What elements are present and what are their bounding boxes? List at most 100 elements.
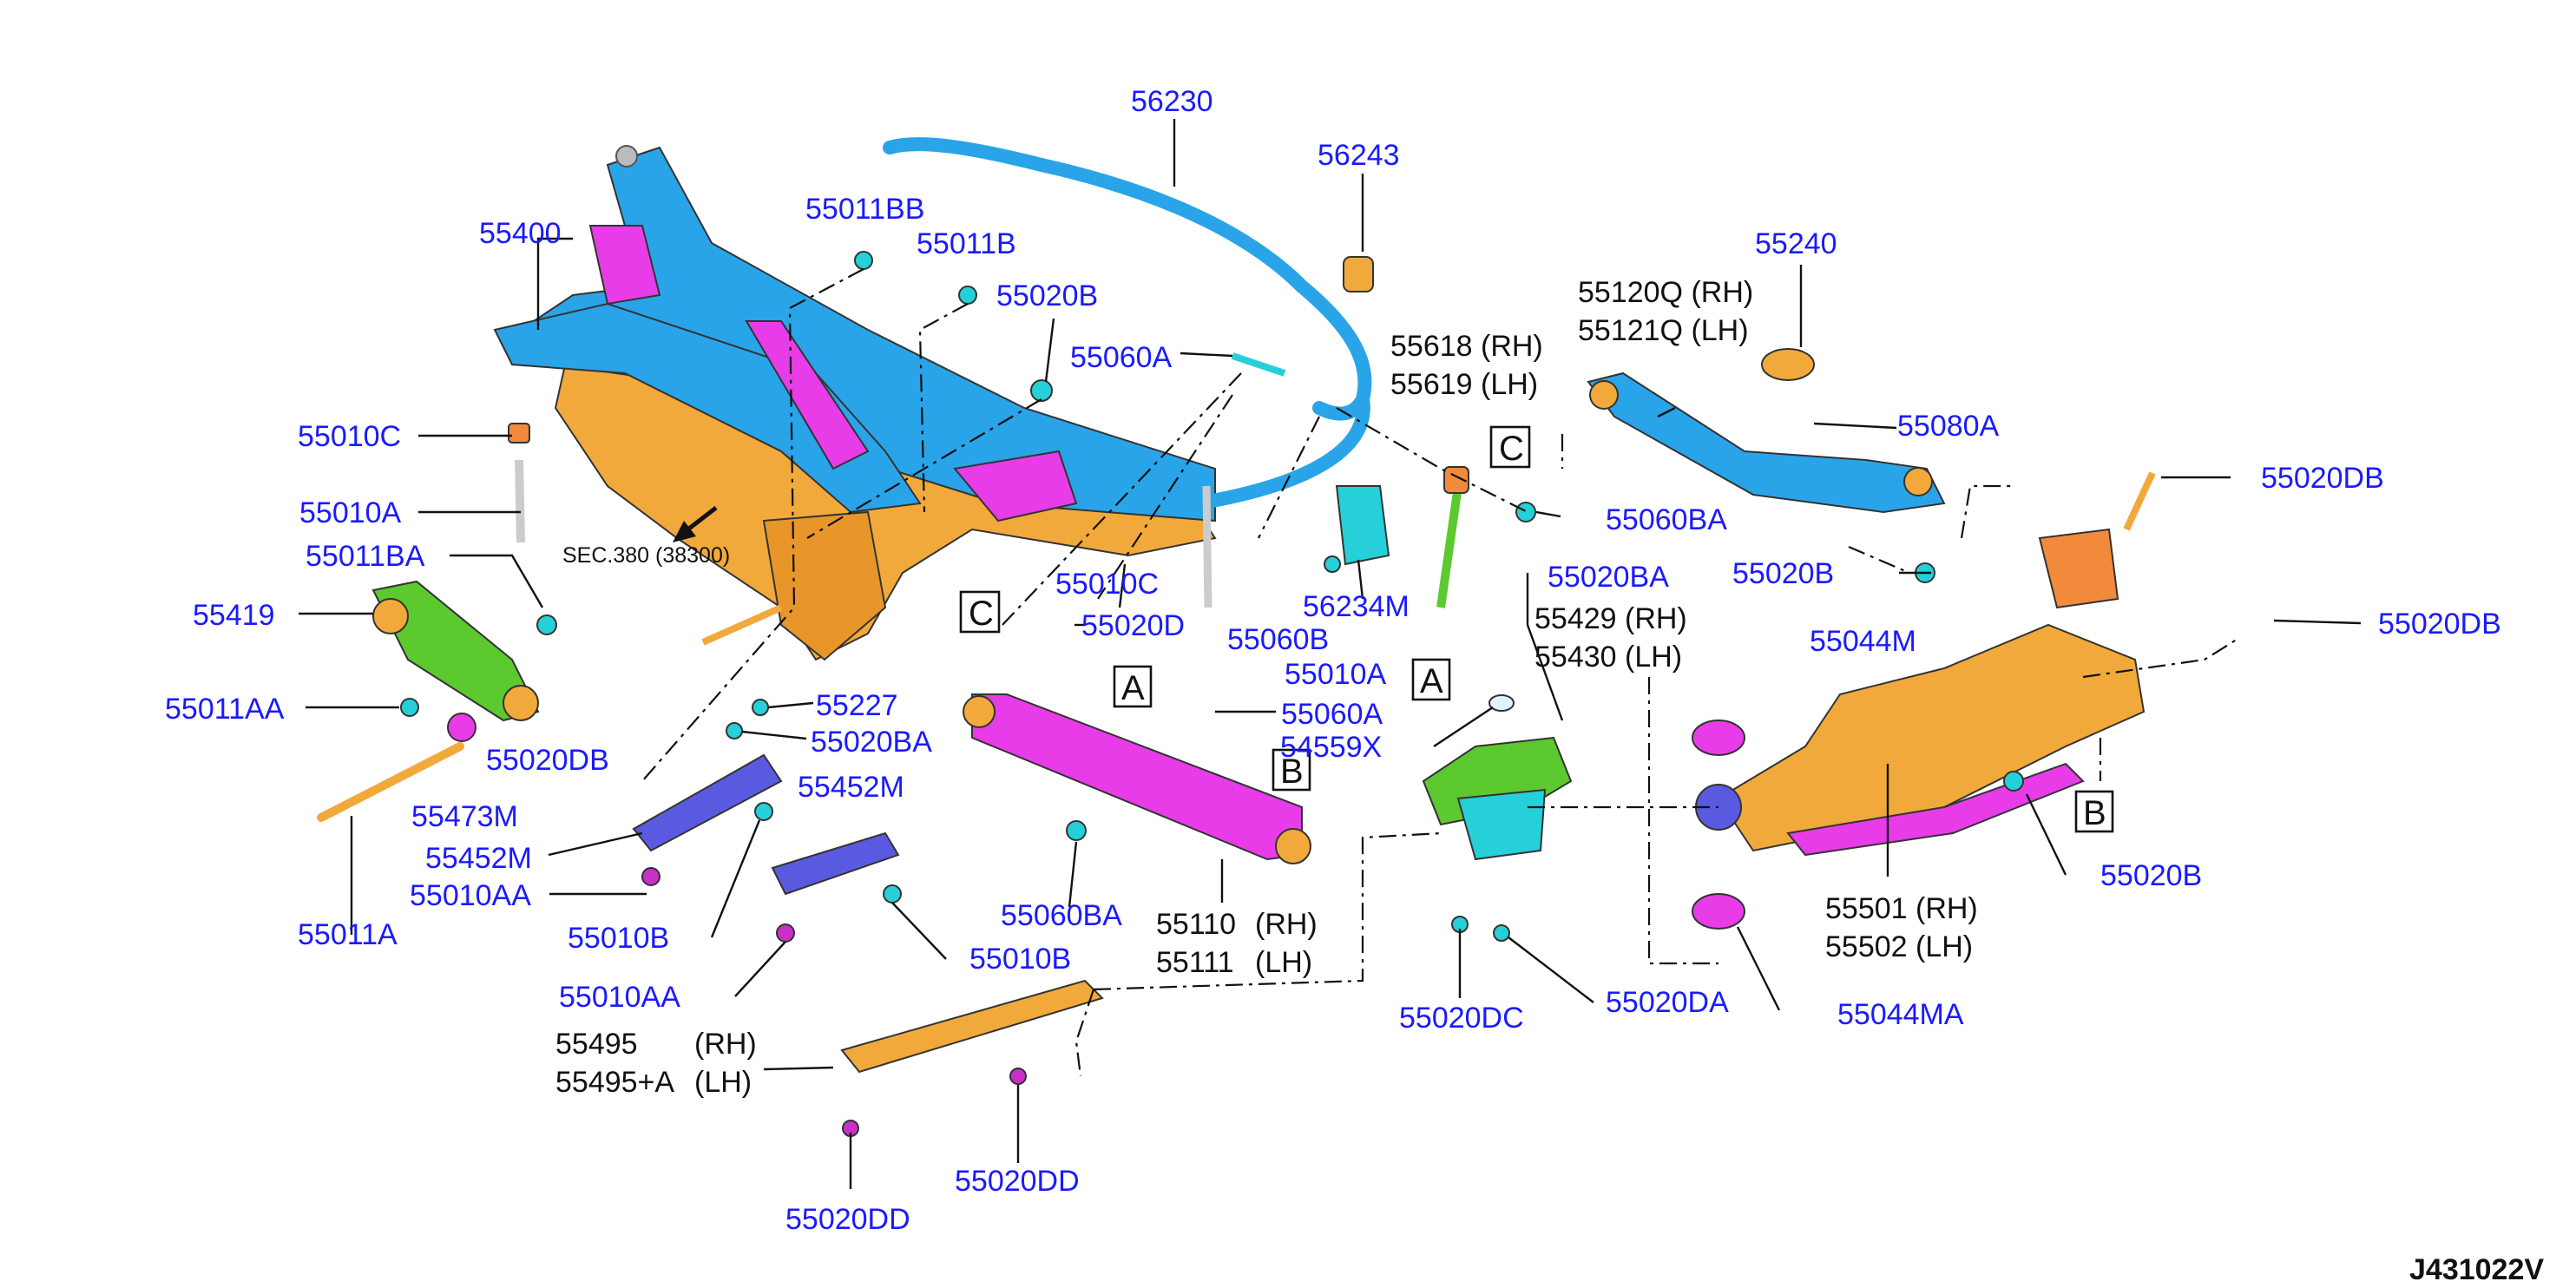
upper-arm-bushing-illustration	[1903, 467, 1933, 496]
callout-55080a: 55080A	[1897, 410, 2000, 443]
callout-55429: 55429 (RH)	[1534, 602, 1687, 635]
nut-55011aa-illustration	[400, 698, 419, 717]
strut-55495-illustration	[840, 979, 1104, 1074]
callout-55020dd-b: 55020DD	[955, 1165, 1080, 1198]
callout-55011b: 55011B	[917, 227, 1016, 260]
link-55618-end-illustration	[1443, 466, 1469, 494]
ref-box-b-right: B	[2074, 790, 2114, 833]
callout-55010aa-b: 55010AA	[559, 981, 680, 1014]
bolt-55010aa-b-illustration	[776, 923, 795, 943]
spring-seat-55240-illustration	[1761, 348, 1815, 381]
callout-55240: 55240	[1755, 227, 1837, 260]
callout-55120q: 55120Q (RH)	[1578, 276, 1753, 309]
callout-55502: 55502 (LH)	[1825, 930, 1973, 963]
subframe-magenta-bracket-illustration	[953, 450, 1078, 522]
upper-arm-55120q-illustration	[1587, 371, 1946, 514]
section-arrow-head-icon	[673, 521, 696, 542]
callout-55419: 55419	[193, 599, 275, 632]
callout-55452m-b: 55452M	[425, 842, 532, 875]
callout-55501: 55501 (RH)	[1825, 892, 1978, 925]
callout-55020d: 55020D	[1081, 609, 1185, 642]
ref-box-a-mid-letter: A	[1121, 669, 1145, 707]
subframe-front-beam-illustration	[493, 302, 922, 514]
nut-55010c-illustration	[508, 423, 530, 444]
nut-55020b-illustration	[1030, 379, 1053, 402]
callout-55111: 55111	[1156, 946, 1234, 979]
callout-55060a-mid: 55060A	[1281, 698, 1383, 731]
callout-55011bb: 55011BB	[805, 193, 924, 226]
nut-55060ba-illustration	[1066, 820, 1087, 841]
ref-box-b-mid: B	[1272, 748, 1311, 792]
washer-55473m-illustration	[447, 713, 476, 742]
callout-55010a-left: 55010A	[299, 496, 402, 529]
callout-54559x: 54559X	[1280, 731, 1382, 764]
link-bushing-illustration	[503, 685, 539, 721]
callout-55060b: 55060B	[1227, 623, 1329, 656]
callout-55020dd-a: 55020DD	[785, 1203, 910, 1236]
callout-55495a-side: (LH)	[694, 1066, 752, 1099]
callout-55430: 55430 (LH)	[1534, 641, 1682, 674]
callout-55020ba-right: 55020BA	[1548, 561, 1669, 594]
bolt-55010aa-a-illustration	[641, 867, 660, 886]
callout-55060ba-mid: 55060BA	[1001, 899, 1122, 932]
callout-55010a-mid: 55010A	[1285, 658, 1387, 691]
bolt-55020dd-b-illustration	[1009, 1068, 1027, 1085]
callout-55020db-r2: 55020DB	[2378, 608, 2501, 641]
ref-box-c-top-letter: C	[1499, 430, 1524, 468]
bolt-55060a-illustration	[1231, 352, 1286, 377]
upper-arm-bushing-illustration	[1589, 380, 1619, 410]
ref-box-a-right: A	[1411, 658, 1451, 701]
bolt-55020db-illustration	[2123, 471, 2156, 531]
callout-55044ma: 55044MA	[1837, 998, 1964, 1031]
nut-55020b-lower-illustration	[2003, 771, 2024, 792]
callout-55044m: 55044M	[1810, 625, 1916, 658]
part-illustrations	[317, 137, 2156, 1137]
lower-link-bushing-illustration	[1275, 828, 1311, 864]
callout-55452m-a: 55452M	[798, 771, 904, 804]
ref-box-c-left-letter: C	[969, 595, 994, 633]
section-reference: SEC.380 (38300)	[562, 506, 730, 568]
bolt-55227-illustration	[752, 699, 769, 716]
subframe-mount-illustration	[588, 225, 661, 306]
callout-55011aa: 55011AA	[165, 693, 285, 726]
ref-box-b-mid-letter: B	[1280, 752, 1304, 791]
callout-55010c-mid: 55010C	[1055, 568, 1159, 601]
callout-55010b-b: 55010B	[969, 943, 1071, 976]
stabilizer-bar-end-illustration	[1191, 392, 1370, 510]
lower-link-bushing-illustration	[963, 695, 996, 728]
lower-link-55110-illustration	[971, 693, 1303, 861]
callout-55110: 55110	[1156, 908, 1236, 941]
callout-55020b-top: 55020B	[996, 279, 1098, 312]
bolt-55010a-illustration	[515, 459, 525, 543]
callout-55060a-top: 55060A	[1070, 341, 1173, 374]
washer-55044ma-illustration	[1692, 893, 1745, 930]
callout-55618: 55618 (RH)	[1390, 330, 1543, 363]
callout-56243: 56243	[1318, 139, 1400, 172]
mount-bolt-illustration	[615, 145, 638, 168]
callout-55400: 55400	[479, 217, 562, 250]
link-bushing-illustration	[372, 598, 409, 634]
ref-box-c-top: C	[1489, 425, 1531, 469]
bolt-55020db-left-illustration	[701, 604, 783, 646]
lower-arm-bracket-illustration	[2038, 528, 2119, 609]
callout-labels: 56230 56243 55400 55011BB 55011B 55020B …	[165, 85, 2501, 1236]
callout-55011a: 55011A	[298, 918, 398, 951]
callout-55020b-r1: 55020B	[1732, 557, 1834, 590]
callout-55020b-r2: 55020B	[2100, 859, 2202, 892]
nut-55010b-illustration	[754, 802, 773, 821]
link-55452m-a-illustration	[632, 753, 783, 852]
link-55618-illustration	[1436, 485, 1462, 608]
callout-55495-side: (RH)	[694, 1028, 757, 1061]
callout-55010b-a: 55010B	[568, 922, 669, 955]
callout-55010c-left: 55010C	[298, 420, 401, 453]
callout-55060ba-right: 55060BA	[1606, 503, 1727, 536]
nut-55020ba-illustration	[726, 722, 743, 739]
nut-55010b2-illustration	[883, 884, 902, 904]
callout-55619: 55619 (LH)	[1390, 368, 1538, 401]
bolt-55020da-illustration	[1493, 924, 1510, 942]
callout-55121q: 55121Q (LH)	[1578, 314, 1749, 347]
leader-lines	[299, 119, 2362, 1189]
callout-55020db-left: 55020DB	[486, 744, 609, 777]
callout-55020da: 55020DA	[1606, 986, 1729, 1019]
ref-box-a-right-letter: A	[1420, 662, 1443, 700]
